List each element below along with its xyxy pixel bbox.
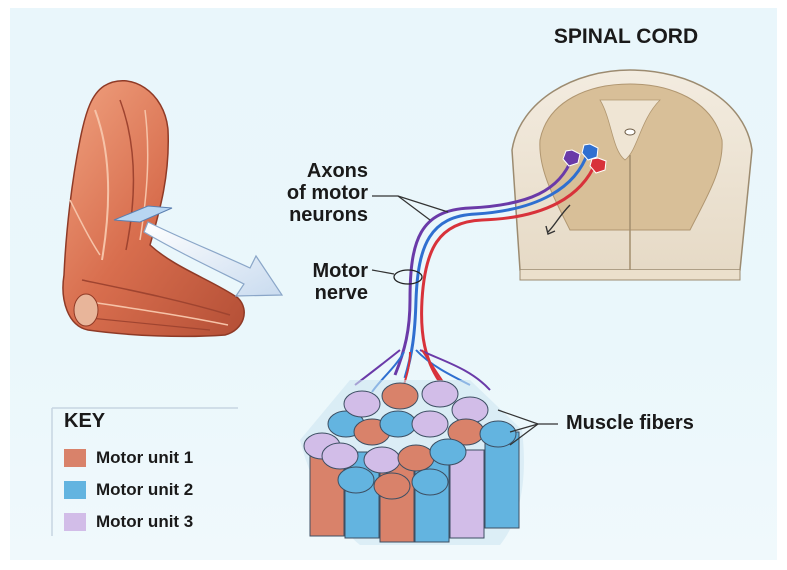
key-legend: KEY Motor unit 1 Motor unit 2 Motor unit… bbox=[52, 408, 238, 536]
axons-label-line1: Axons bbox=[240, 160, 368, 182]
motor-nerve-label-line2: nerve bbox=[260, 282, 368, 304]
key-title: KEY bbox=[64, 410, 105, 433]
swatch-motor-unit-2 bbox=[64, 481, 86, 499]
axons-label-line2: of motor bbox=[240, 182, 368, 204]
swatch-motor-unit-3 bbox=[64, 513, 86, 531]
key-label-motor-unit-3: Motor unit 3 bbox=[96, 512, 193, 532]
key-label-motor-unit-2: Motor unit 2 bbox=[96, 480, 193, 500]
muscle-fiber-bundle bbox=[300, 380, 524, 545]
key-label-motor-unit-1: Motor unit 1 bbox=[96, 448, 193, 468]
axons-label: Axons of motor neurons bbox=[240, 160, 368, 226]
spinal-cord-illustration bbox=[512, 70, 752, 280]
motor-nerve-label: Motor nerve bbox=[260, 260, 368, 304]
axons-label-line3: neurons bbox=[240, 204, 368, 226]
swatch-motor-unit-1 bbox=[64, 449, 86, 467]
muscle-fibers-label: Muscle fibers bbox=[566, 412, 756, 434]
spinal-cord-label: SPINAL CORD bbox=[520, 26, 732, 48]
motor-nerve-label-line1: Motor bbox=[260, 260, 368, 282]
